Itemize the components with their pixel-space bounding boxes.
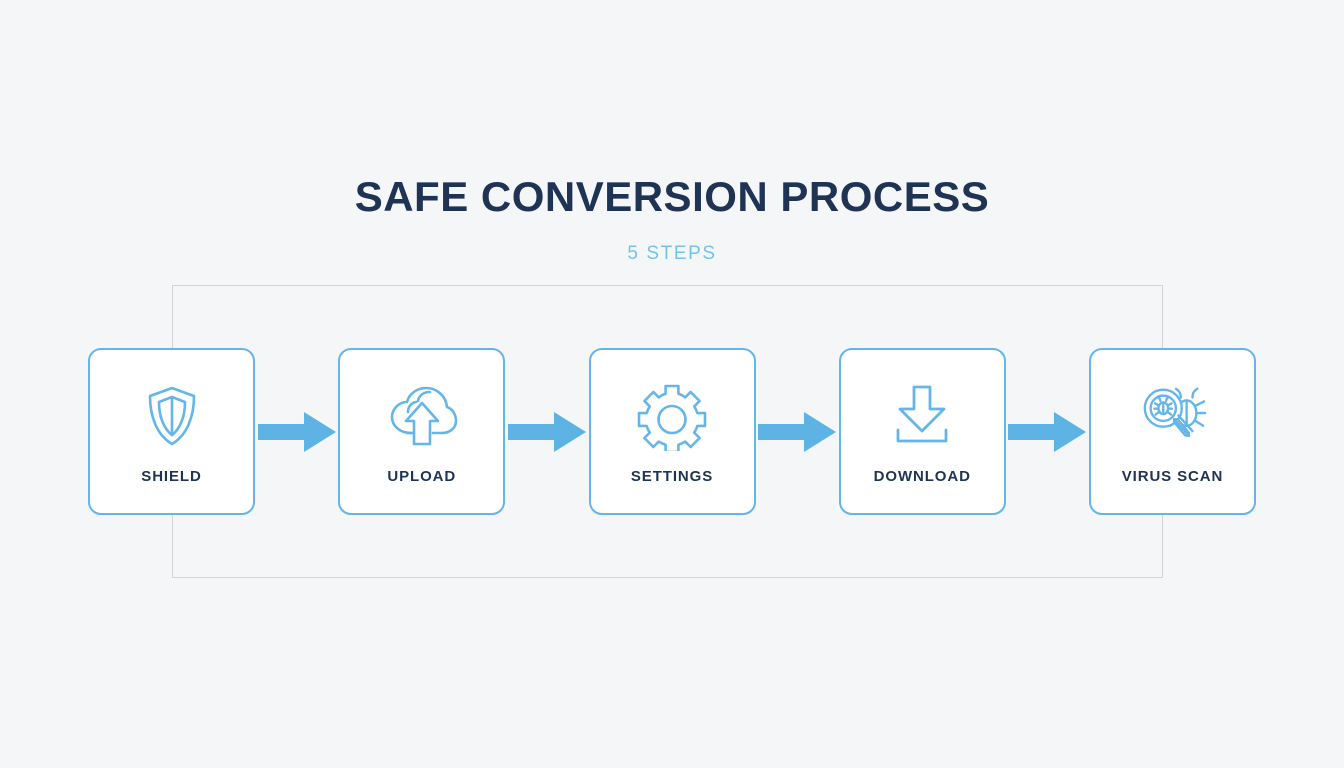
step-card-upload[interactable]: UPLOAD xyxy=(338,348,506,515)
connector-arrow-1 xyxy=(255,409,338,455)
header: SAFE CONVERSION PROCESS 5 STEPS xyxy=(0,173,1344,264)
step-card-download[interactable]: DOWNLOAD xyxy=(838,348,1006,515)
step-card-virus-scan[interactable]: VIRUS SCAN xyxy=(1089,348,1256,515)
shield-icon xyxy=(136,380,208,452)
process-steps-row: SHIELD UPLOAD xyxy=(88,348,1256,515)
download-icon xyxy=(886,380,958,452)
step-label-shield: SHIELD xyxy=(141,468,202,485)
connector-arrow-4 xyxy=(1006,409,1089,455)
connector-arrow-2 xyxy=(505,409,588,455)
step-label-upload: UPLOAD xyxy=(387,468,457,485)
step-label-settings: SETTINGS xyxy=(630,468,714,485)
step-label-virus-scan: VIRUS SCAN xyxy=(1121,468,1224,485)
connector-arrow-3 xyxy=(756,409,839,455)
cloud-upload-icon xyxy=(386,380,458,452)
page-subtitle: 5 STEPS xyxy=(627,243,717,264)
step-card-shield[interactable]: SHIELD xyxy=(88,348,255,515)
gear-icon xyxy=(636,380,708,452)
step-card-settings[interactable]: SETTINGS xyxy=(588,348,756,515)
page-title: SAFE CONVERSION PROCESS xyxy=(354,173,990,220)
virus-scan-icon xyxy=(1137,380,1209,452)
step-label-download: DOWNLOAD xyxy=(873,468,971,485)
